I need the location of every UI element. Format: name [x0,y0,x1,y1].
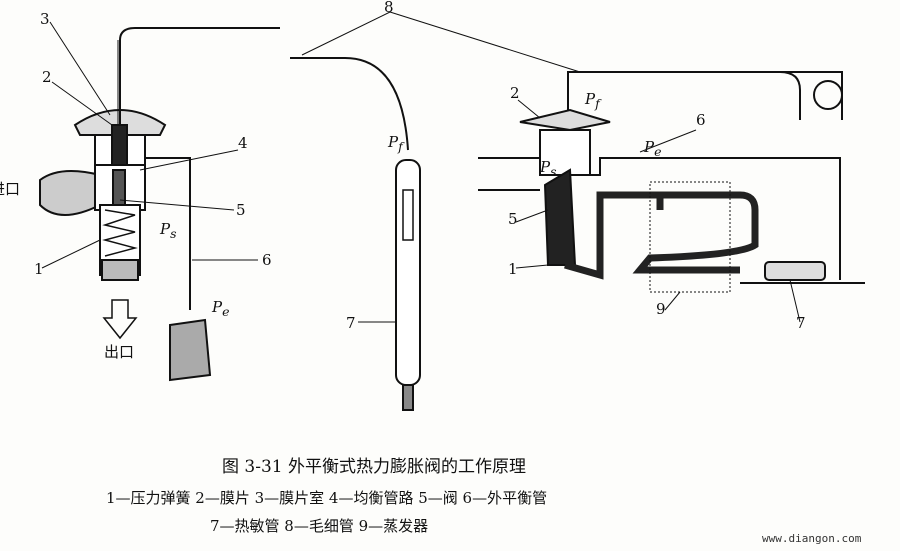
pressure-ps-right: Ps [540,158,557,179]
pressure-pf-right: Pf [585,90,600,111]
watermark: www.diangon.com [762,532,862,545]
label-3: 3 [40,10,50,28]
capillary-tube-right [290,57,409,151]
figure-legend-line1: 1—压力弹簧 2—膜片 3—膜片室 4—均衡管路 5—阀 6—外平衡管 [106,489,548,507]
left-valve [39,109,167,281]
figure-title: 图 3-31 外平衡式热力膨胀阀的工作原理 [222,457,526,477]
flare-nut [169,318,212,382]
equalizer-tube-left [145,157,191,310]
label-7-right: 7 [796,314,806,332]
label-8: 8 [384,0,394,16]
label-4: 4 [238,134,248,152]
label-5: 5 [236,201,246,219]
pressure-pe-left: Pe [212,298,230,319]
label-5-right: 5 [508,210,518,228]
label-7: 7 [346,314,356,332]
pressure-pe-right: Pe [644,138,662,159]
label-9-right: 9 [656,300,666,318]
label-6-right: 6 [696,111,706,129]
label-2-right: 2 [510,84,520,102]
outlet-label: 出口 [104,343,135,361]
label-2: 2 [42,68,52,86]
label-1: 1 [34,260,44,278]
pressure-pf-left: Pf [388,133,403,154]
leader-lines [41,11,801,323]
capillary-tube-left [119,27,280,125]
label-1-right: 1 [508,260,518,278]
figure-legend-line2: 7—热敏管 8—毛细管 9—蒸发器 [210,517,429,535]
inlet-label: 进口 [0,180,21,198]
pressure-ps-left: Ps [160,220,177,241]
sensing-bulb-left [395,159,421,386]
label-6: 6 [262,251,272,269]
right-system [478,71,865,293]
